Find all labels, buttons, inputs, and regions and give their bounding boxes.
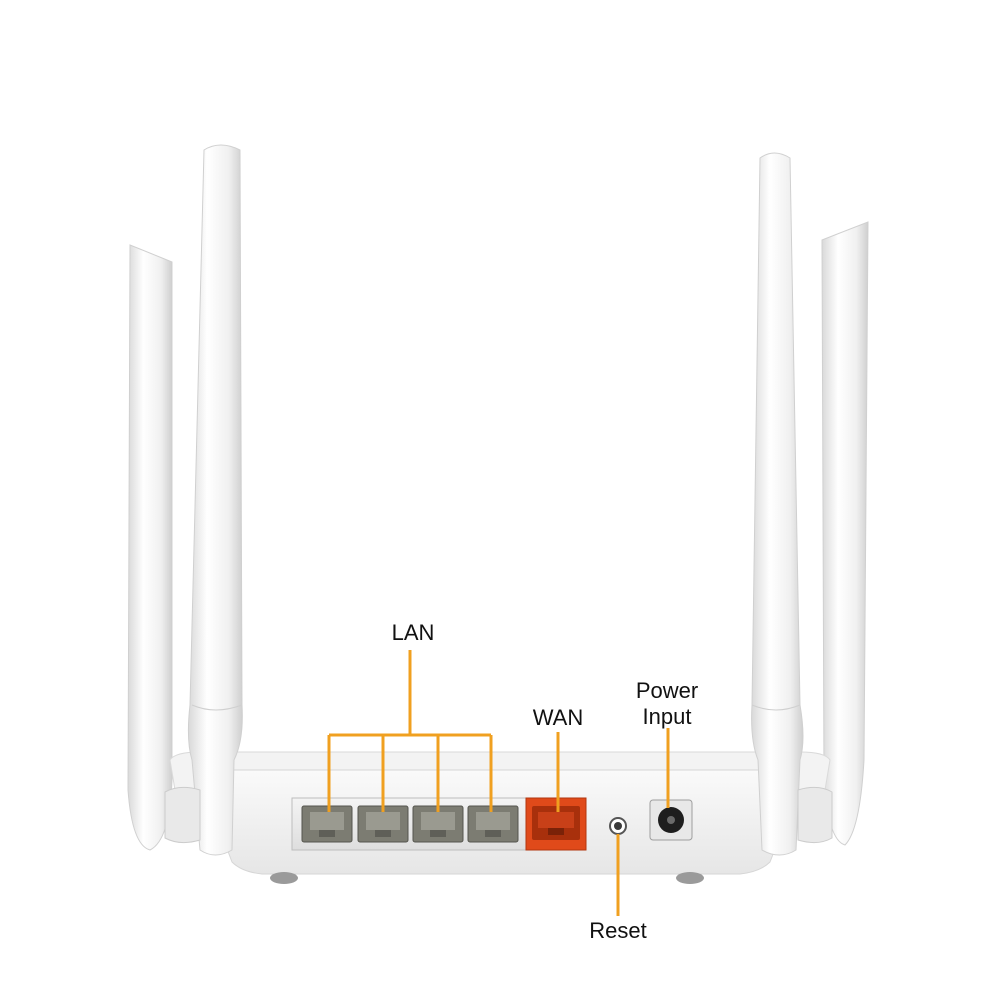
lan-port-1: [301, 805, 353, 843]
lan-callout-label: LAN: [391, 620, 435, 645]
lan-port-4: [467, 805, 519, 843]
wan-callout-label: WAN: [532, 705, 584, 730]
reset-callout-label: Reset: [589, 918, 647, 943]
reset-hole: [609, 817, 627, 835]
wan-port: [525, 797, 587, 851]
power-label-line2: Input: [642, 704, 692, 729]
power-label-line1: Power: [635, 678, 699, 703]
lan-port-2: [357, 805, 409, 843]
power-jack: [649, 799, 693, 841]
antenna-right-front: [751, 152, 833, 856]
antenna-right-back: [821, 221, 869, 846]
antenna-left-front: [164, 144, 243, 856]
lan-port-3: [412, 805, 464, 843]
power-input-callout-label: Power Input: [612, 678, 722, 730]
antenna-left-back: [127, 244, 173, 851]
lan-callout-lines: [327, 650, 493, 812]
